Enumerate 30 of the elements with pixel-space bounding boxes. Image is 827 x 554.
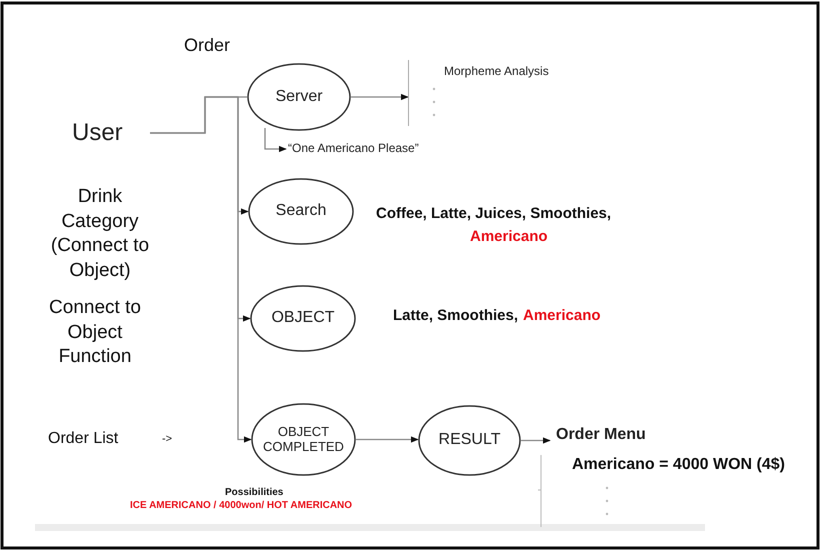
node-label: Search — [274, 202, 328, 221]
side-note: Connect to Object Function — [48, 296, 142, 370]
price-text: Americano = 4000 WON (4$) — [572, 456, 785, 474]
connector-arrow — [521, 437, 551, 444]
node-label: RESULT — [438, 431, 502, 450]
note-heading: Possibilities — [225, 487, 284, 498]
process-ellipse — [248, 178, 354, 245]
user-label: User — [72, 115, 152, 151]
menu-heading: Order Menu — [556, 424, 666, 446]
quote-text: “One Americano Please” — [288, 139, 468, 157]
process-ellipse — [247, 63, 351, 131]
arrow-text: -> — [162, 433, 172, 445]
connector-arrow — [356, 436, 419, 443]
connector-arrow — [264, 128, 287, 152]
drink-list: Latte, Smoothies, — [393, 307, 518, 324]
possibilities-text: ICE AMERICANO / 4000won/ HOT AMERICANO — [130, 500, 352, 511]
drink-list: Coffee, Latte, Juices, Smoothies, — [376, 205, 612, 222]
connector-arrow — [150, 96, 252, 443]
process-ellipse — [251, 403, 356, 476]
highlight-text: Americano — [470, 228, 548, 245]
analysis-label: Morpheme Analysis — [444, 64, 549, 78]
node-label: OBJECT — [270, 309, 336, 328]
node-label: Server — [274, 88, 324, 106]
side-note: Drink Category (Connect to Object) — [50, 185, 150, 284]
node-label: OBJECT COMPLETED — [262, 424, 345, 454]
process-ellipse — [250, 285, 356, 352]
process-ellipse — [418, 405, 521, 476]
highlight-text: Americano — [523, 307, 601, 324]
side-note: Order List — [48, 430, 118, 448]
connector-arrow — [351, 94, 409, 100]
